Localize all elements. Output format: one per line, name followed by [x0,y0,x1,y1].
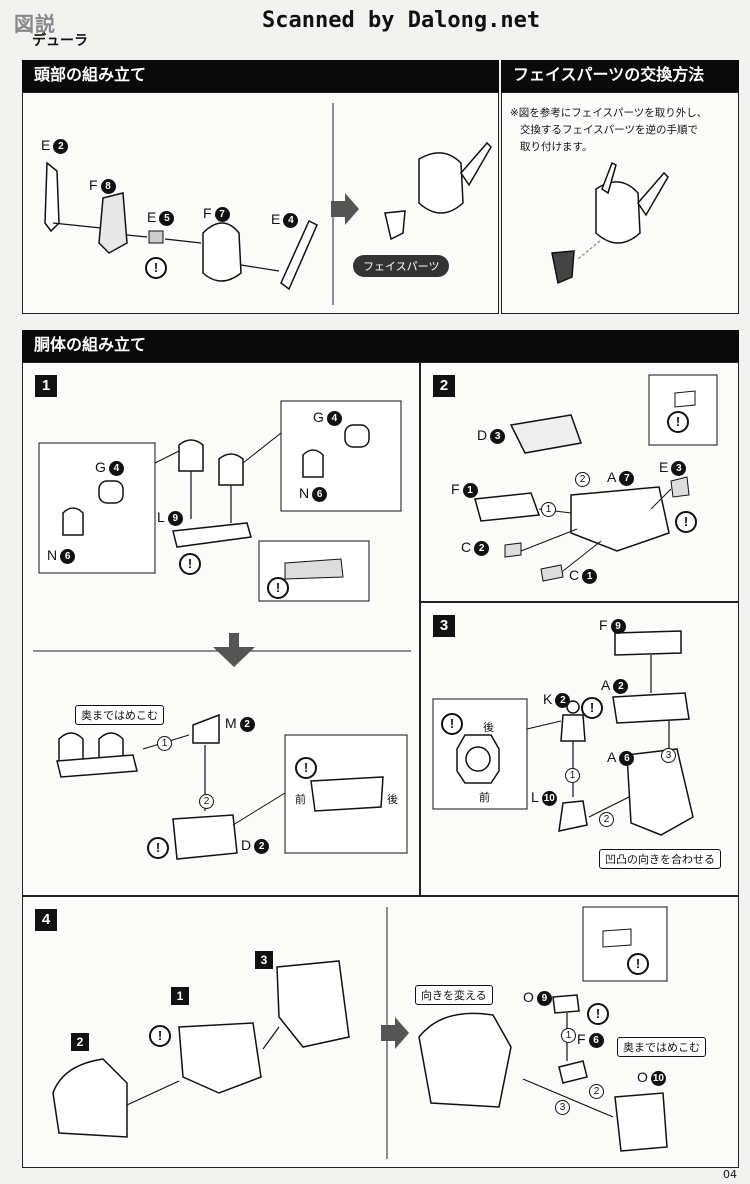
watermark-text: Scanned by Dalong.net [262,8,541,33]
warning-icon: ! [627,953,649,975]
head-assembly-diagram [44,103,492,305]
press-fully-tag: 奥まではめこむ [617,1037,706,1057]
face-swap-diagram [551,161,669,285]
press-fully-tag: 奥まではめこむ [75,705,164,725]
warning-icon: ! [587,1003,609,1025]
align-tag: 凹凸の向きを合わせる [599,849,721,869]
order-marker: 2 [199,791,214,809]
step-4-number: 4 [35,909,57,931]
warning-icon: ! [581,697,603,719]
front-label: 前 [479,792,490,804]
step-3-diagram [432,630,694,836]
face-swap-title-bar: フェイスパーツの交換方法 [501,60,739,92]
page-number: 04 [723,1168,737,1181]
face-parts-tag: フェイスパーツ [353,255,450,277]
warning-icon: ! [147,837,169,859]
face-swap-note-line-1: ※図を参考にフェイスパーツを取り外し、 [510,107,708,119]
warning-icon: ! [267,577,289,599]
order-marker: 2 [575,469,590,487]
face-swap-note-line-2: 交換するフェイスパーツを逆の手順で [520,124,698,136]
order-marker: 1 [541,499,556,517]
step-3-number: 3 [433,615,455,637]
face-swap-note-line-3: 取り付けます。 [520,141,593,153]
step-ref-2: 2 [71,1033,89,1051]
warning-icon: ! [179,553,201,575]
order-marker: 1 [565,765,580,783]
back-label: 後 [483,722,494,734]
step-2-diagram [474,374,718,582]
order-marker: 2 [599,809,614,827]
corner-text: デューラ [32,33,88,49]
change-orientation-tag: 向きを変える [415,985,493,1005]
order-marker: 1 [561,1025,576,1043]
face-swap-panel: ※図を参考にフェイスパーツを取り外し、 交換するフェイスパーツを逆の手順で 取り… [501,92,739,314]
torso-assembly-title-bar: 胴体の組み立て [22,330,739,362]
step-2-number: 2 [433,375,455,397]
order-marker: 3 [661,745,676,763]
order-marker: 1 [157,733,172,751]
step-4-diagram [52,906,668,1159]
warning-icon: ! [295,757,317,779]
step-ref-3: 3 [255,951,273,969]
front-label: 前 [295,794,306,806]
warning-icon: ! [675,511,697,533]
step-1-diagram [33,400,411,860]
watermark-logo: 図説 [14,12,56,36]
step-1-number: 1 [35,375,57,397]
warning-icon: ! [667,411,689,433]
head-assembly-title-bar: 頭部の組み立て [22,60,499,92]
warning-icon: ! [441,713,463,735]
order-marker: 2 [589,1081,604,1099]
warning-icon: ! [149,1025,171,1047]
step-ref-1: 1 [171,987,189,1005]
back-label: 後 [387,794,398,806]
warning-icon: ! [145,257,167,279]
order-marker: 3 [555,1097,570,1115]
